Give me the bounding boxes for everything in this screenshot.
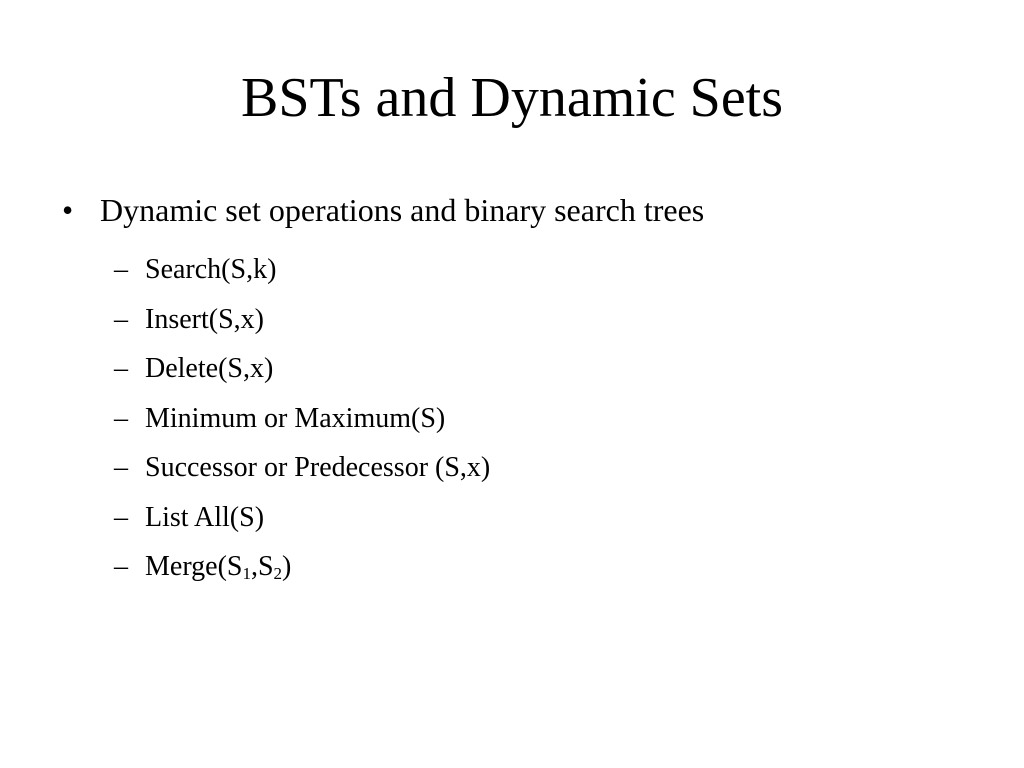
sub-bullet-text: Search(S,k) [145,254,277,285]
slide-title: BSTs and Dynamic Sets [240,67,784,129]
sub-bullet-item: –Search(S,k) [114,245,490,295]
bullet-main-text: Dynamic set operations and binary search… [100,192,705,228]
dash-marker: – [114,254,128,285]
sub-bullet-item: –List All(S) [114,493,490,543]
dash-marker: – [114,303,128,335]
sub-bullet-item: –Insert(S,x) [114,295,490,345]
dash-marker: – [114,551,128,582]
sub-bullet-text: Minimum or Maximum(S) [145,402,446,434]
sub-bullet-text: Delete(S,x) [145,353,274,384]
sub-bullet-list: –Search(S,k) –Insert(S,x) –Delete(S,x) –… [114,245,490,592]
merge-prefix: Merge(S [145,551,243,582]
merge-suffix: ) [282,551,292,582]
sub-bullet-item: –Successor or Predecessor (S,x) [114,443,490,493]
merge-subscript-1: 1 [242,564,251,583]
sub-bullet-text: List All(S) [145,501,265,533]
sub-bullet-item: –Delete(S,x) [114,344,490,394]
dash-marker: – [114,402,128,434]
sub-bullet-item: –Minimum or Maximum(S) [114,394,490,444]
dash-marker: – [114,501,128,533]
sub-bullet-text: Successor or Predecessor (S,x) [145,452,491,483]
merge-mid: ,S [250,551,274,582]
bullet-main: • Dynamic set operations and binary searc… [62,190,704,230]
dash-marker: – [114,353,128,384]
merge-subscript-2: 2 [273,564,283,583]
sub-bullet-text: Insert(S,x) [145,303,264,335]
sub-bullet-item-merge: –Merge(S1,S2) [114,542,490,592]
bullet-marker: • [62,192,74,228]
dash-marker: – [114,452,128,483]
